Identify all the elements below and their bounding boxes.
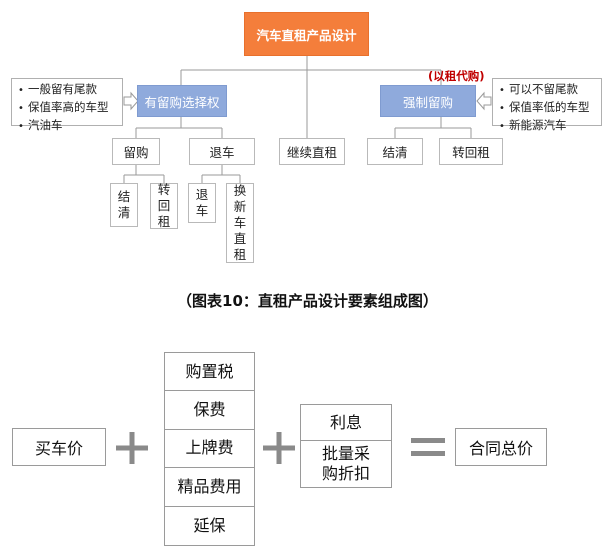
plus-sign-1 — [116, 432, 148, 464]
node-leaseback-left: 转回租 — [150, 182, 178, 229]
condition-item: •保值率高的车型 — [18, 100, 109, 114]
buy-price-box: 买车价 — [12, 428, 106, 466]
interest-discount-stack: 利息 批量采购折扣 — [300, 404, 392, 488]
right-branch-note: (以租代购) — [428, 69, 485, 83]
node-return-car: 退车 — [188, 183, 216, 223]
right-branch-node: 强制留购 — [380, 85, 476, 117]
left-conditions: •一般留有尾款 •保值率高的车型 •汽油车 — [11, 78, 123, 132]
stack-cell: 购置税 — [165, 353, 254, 392]
figure-caption: （图表10：直租产品设计要素组成图） — [177, 292, 438, 310]
node-settle-left: 结清 — [110, 183, 138, 227]
root-node: 汽车直租产品设计 — [244, 12, 369, 56]
node-settle-right: 结清 — [367, 138, 423, 165]
condition-item: •保值率低的车型 — [499, 100, 590, 114]
node-new-car-lease: 换新车直租 — [226, 183, 254, 263]
arrow-right-icon — [123, 91, 139, 111]
stack-cell: 上牌费 — [165, 430, 254, 469]
node-continue-lease: 继续直租 — [279, 138, 345, 165]
condition-item: •一般留有尾款 — [18, 82, 97, 96]
contract-total-box: 合同总价 — [455, 428, 547, 466]
condition-item: •可以不留尾款 — [499, 82, 578, 96]
left-branch-node: 有留购选择权 — [137, 85, 227, 117]
stack-cell: 精品费用 — [165, 468, 254, 507]
equals-sign — [411, 438, 445, 456]
condition-item: •新能源汽车 — [499, 118, 567, 132]
arrow-left-icon — [476, 91, 492, 111]
connector-lines — [123, 56, 492, 183]
tax-fee-stack: 购置税 保费 上牌费 精品费用 延保 — [164, 352, 255, 546]
stack-cell: 保费 — [165, 391, 254, 430]
right-conditions: •可以不留尾款 •保值率低的车型 •新能源汽车 — [492, 78, 602, 132]
stack-cell: 利息 — [301, 405, 391, 441]
node-liugou: 留购 — [112, 138, 160, 165]
plus-sign-2 — [263, 432, 295, 464]
condition-item: •汽油车 — [18, 118, 63, 132]
node-leaseback-right: 转回租 — [439, 138, 503, 165]
stack-cell: 批量采购折扣 — [321, 444, 370, 483]
stack-cell: 延保 — [193, 515, 226, 535]
node-tuiche: 退车 — [189, 138, 255, 165]
